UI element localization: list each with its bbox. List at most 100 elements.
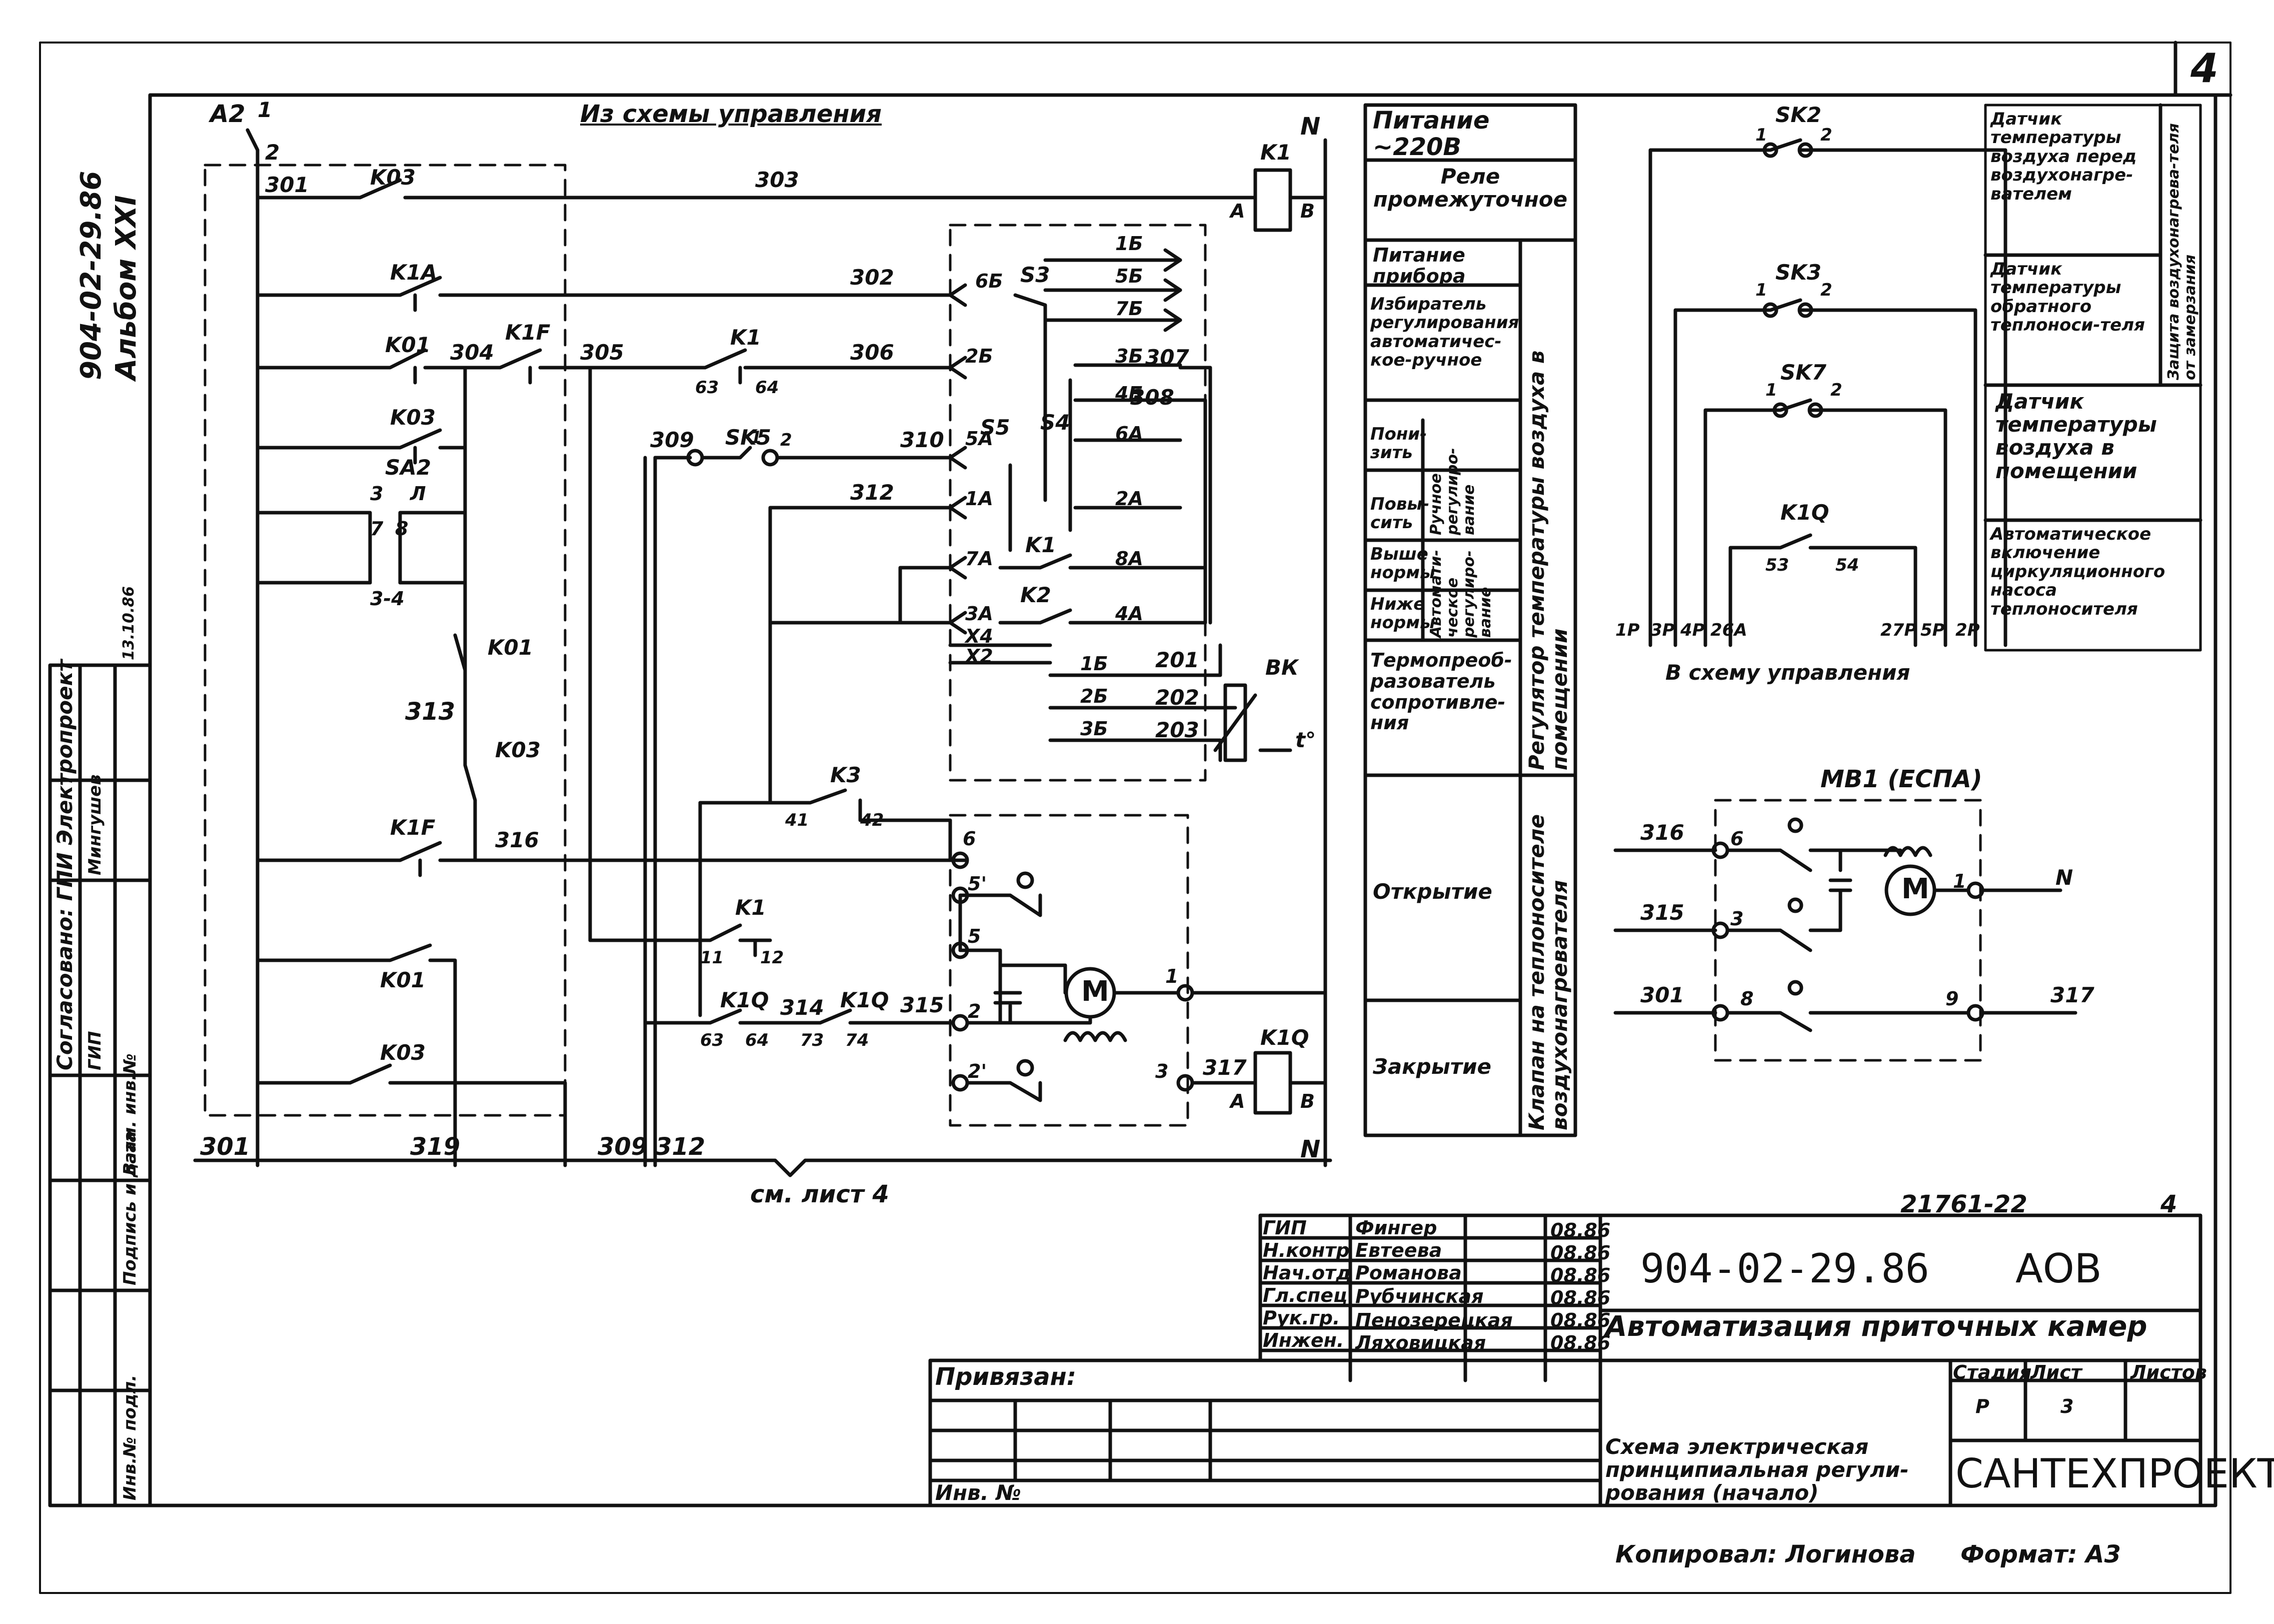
contact-label: S3 [1020,263,1050,287]
terminal-label: 7Б [1115,298,1143,320]
contact-label: K01 [380,968,426,992]
tb-inv: Инв. № [935,1480,1021,1505]
contact-label: K1 [1025,533,1056,557]
tb-name: Рубчинская [1355,1285,1484,1307]
right-legend-item: Защита воздухонагрева-теля от замерзания [2165,123,2199,380]
terminal-label: 1А [965,488,993,510]
tb-role: Гл.спец [1263,1284,1348,1306]
contact-label: 42 [860,810,884,830]
tb-date: 08.86 [1550,1309,1611,1331]
contact-label: K1F [505,320,551,345]
wire-label: 303 [755,168,799,192]
tb-stage: Р [1975,1395,1989,1417]
tb-mark: АОВ [2015,1245,2102,1292]
sensor-pin: 1 [1755,125,1767,145]
actuator-terminal: 6 [1730,828,1744,850]
terminal-label: 6А [1115,423,1143,445]
legend-side-valve: Клапан на теплоносителе воздухонагревате… [1524,814,1572,1130]
inv-podl-label: Инв.№ подл. [120,1374,140,1500]
terminal-label: 1Р [1615,620,1640,640]
actuator-label: МВ1 (ЕСПА) [1820,765,1982,793]
legend-row: Автомати-ческое регулиро-вание [1427,550,1494,638]
stamp-reference: 21761-22 [1900,1190,2027,1218]
bottom-wire-label: 301 [200,1133,251,1161]
tb-org: САНТЕХПРОЕКТ [1955,1450,2274,1497]
terminal-label: 26А [1710,620,1747,640]
contact-label: K1F [390,815,436,840]
legend-row: Закрытие [1373,1054,1491,1079]
terminal-label: 5Р [1920,620,1945,640]
tb-bound: Привязан: [935,1363,1076,1391]
tb-date: 08.86 [1550,1219,1611,1241]
wire-label: 202 [1155,685,1199,710]
sensor-pin: 2 [1820,280,1832,300]
bottom-wire-label: 312 [655,1133,706,1161]
sensor-label: K1Q [1780,500,1829,525]
tb-name: Евтеева [1355,1239,1442,1261]
corner-sheet-number: 4 [2190,45,2218,92]
contact-label: 3 [370,483,384,505]
terminal-label: 4Б [1115,383,1143,405]
agreed-person: Мингушев [85,774,105,875]
terminal-label: X4 [965,625,993,647]
legend-side-regulator: Регулятор температуры воздуха в помещени… [1524,350,1572,770]
motor-terminal: 5 [968,925,981,947]
terminal-label: 6Б [975,270,1003,292]
right-legend-item: Автоматическое включение циркуляционного… [1990,524,2165,619]
contact-label: 64 [745,1030,769,1050]
sensor-pin: 54 [1835,555,1859,575]
tb-code: 904-02-29.86 [1640,1245,1929,1292]
actuator-wire: 301 [1640,983,1684,1007]
contact-label: SK5 [725,425,772,450]
wire-label: 314 [780,995,824,1020]
terminal-label: 2Р [1955,620,1980,640]
tb-sheets-label: Листов [2130,1361,2207,1383]
contact-label: S5 [980,415,1010,440]
contact-label: K01 [385,333,431,357]
contact-label: K03 [370,165,416,190]
contact-label: K1Q [720,988,769,1012]
contact-label: SA2 [385,455,431,480]
contact-label: K01 [488,635,533,660]
contact-label: 8 [395,518,409,540]
terminal-label: 2Б [1080,685,1108,707]
contact-label: K1A [390,260,438,285]
tb-subtitle: Схема электрическая принципиальная регул… [1605,1434,1909,1505]
actuator-wire: 316 [1640,820,1684,845]
sensor-t-label: t° [1295,728,1316,752]
sensor-pin: 2 [1830,380,1842,400]
contact-label: S4 [1040,410,1070,435]
contact-label: K3 [830,763,861,787]
contact-label: Л [410,483,426,505]
wire-label: 308 [1130,385,1174,410]
terminal-label: X2 [965,645,993,667]
actuator-terminal: 1 [1953,870,1966,892]
terminal-label: 2А [1115,488,1143,510]
motor-terminal: 2 [968,1000,981,1022]
right-legend-item: Датчик температуры воздуха в помещении [1995,389,2157,483]
actuator-terminal: 3 [1730,908,1744,930]
legend-row: Пони-зить [1370,424,1427,463]
terminal-label: 3Б [1080,718,1108,740]
actuator-wire: N [2055,865,2073,890]
supply-terminal-2: 2 [265,140,280,165]
right-legend-item: Датчик температуры обратного теплоноси-т… [1990,259,2145,336]
terminal-label: 3А [965,603,993,625]
agreed-date: 13.10.86 [120,586,138,660]
wire-label: 313 [405,698,456,726]
legend-row: Открытие [1373,879,1492,904]
relay-k1-label: K1 [1260,140,1291,165]
actuator-wire: 315 [1640,900,1684,925]
contact-label: 1 [750,428,762,448]
wire-label: 315 [900,993,944,1017]
see-sheet-note: см. лист 4 [750,1180,889,1208]
sensor-label: SK2 [1775,103,1822,127]
contact-label: K03 [390,405,436,430]
tb-date: 08.86 [1550,1264,1611,1286]
wire-label: 309 [650,428,694,452]
motor-symbol: M [1081,975,1109,1008]
gip-label: ГИП [85,1031,105,1070]
terminal-label: 27Р [1880,620,1917,640]
tb-sheet-label: Лист [2030,1361,2082,1383]
